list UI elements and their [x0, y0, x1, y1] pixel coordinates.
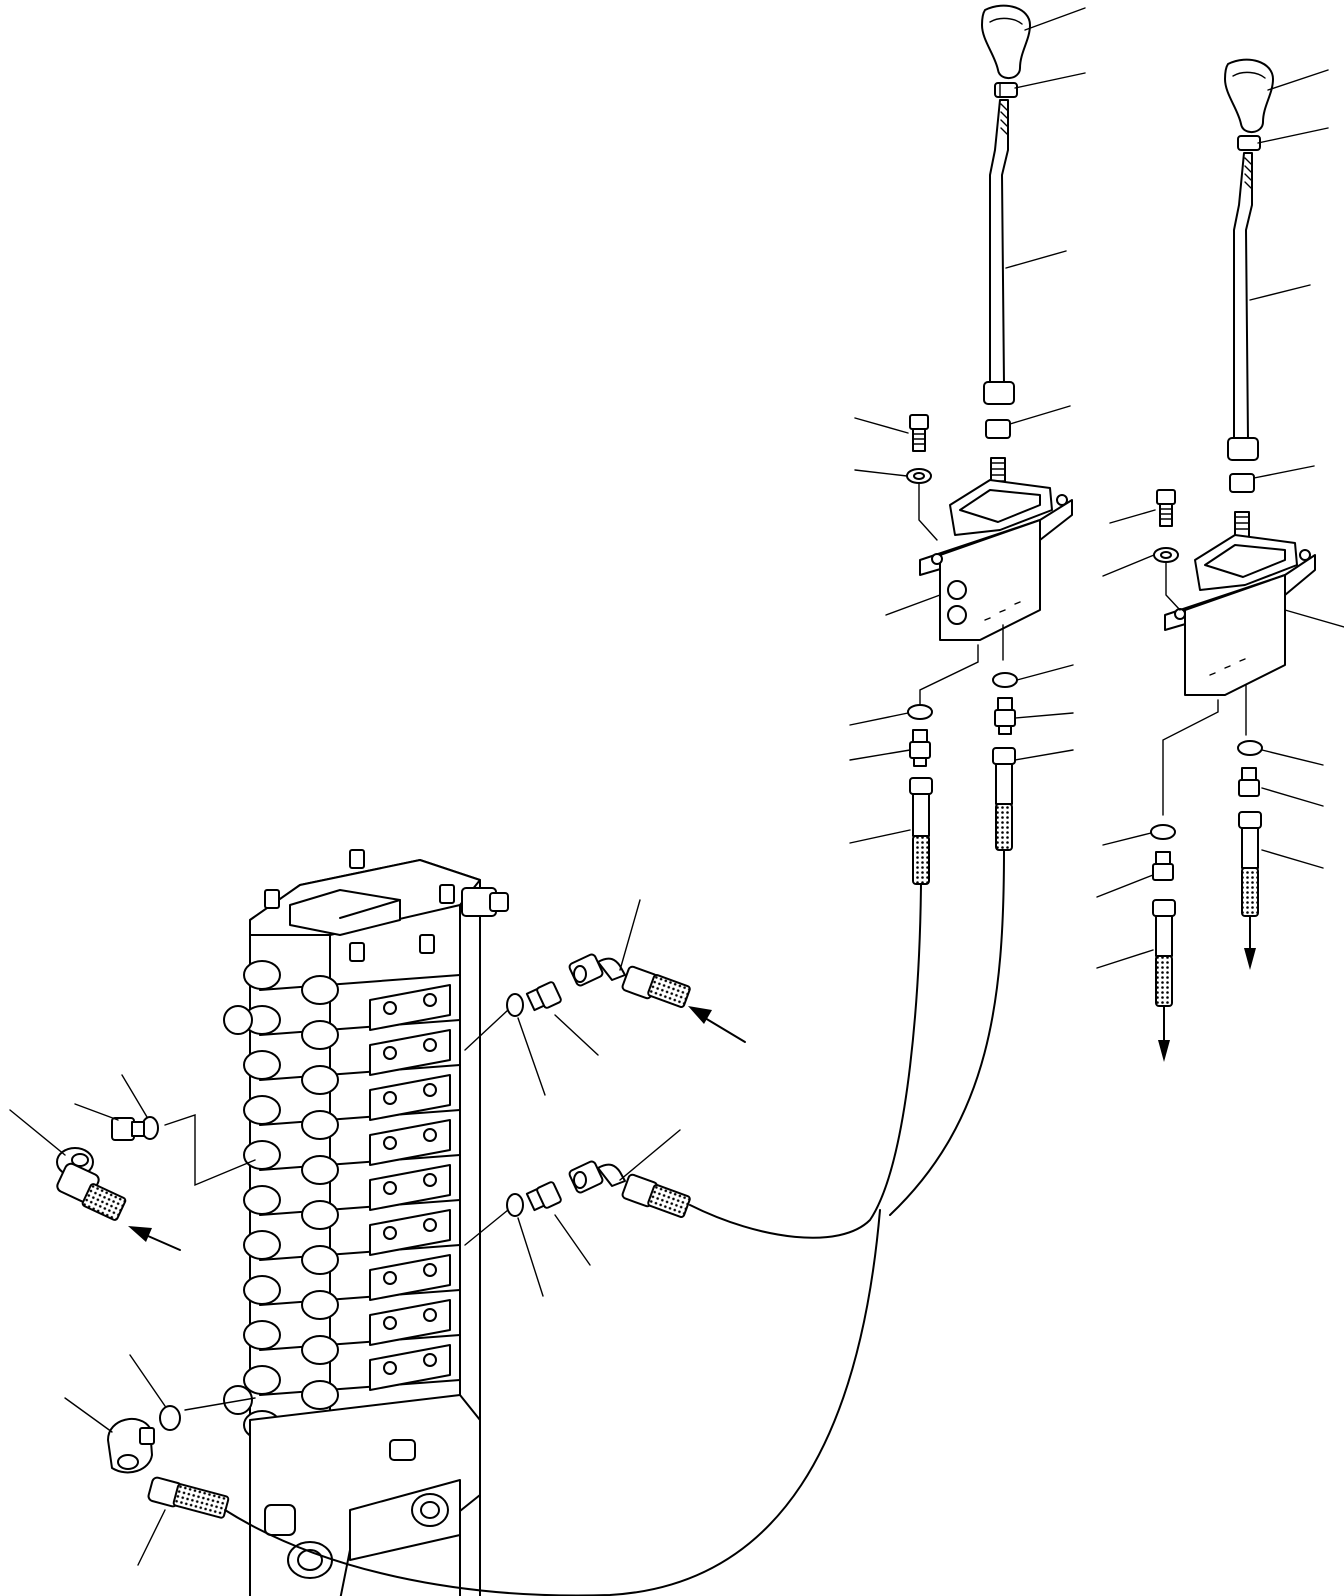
hose-fitting — [1152, 899, 1176, 1007]
elbow-fitting — [568, 1160, 691, 1218]
o-ring — [992, 672, 1018, 688]
spool-sections — [259, 974, 461, 1396]
o-ring — [506, 1193, 524, 1217]
hydraulic-hose — [224, 1209, 881, 1596]
hose-fitting — [147, 1476, 230, 1519]
spool-caps-middle — [301, 975, 339, 1410]
washer — [1153, 547, 1179, 563]
elbow-fitting — [107, 1418, 155, 1474]
o-ring — [907, 704, 933, 720]
o-ring — [159, 1405, 181, 1431]
lock-nut — [985, 419, 1011, 439]
lever-assembly-left — [906, 4, 1073, 885]
lock-nut — [1237, 135, 1261, 151]
adapter-fitting — [525, 1181, 562, 1212]
valve-cap-screws — [264, 849, 455, 962]
hose-fitting — [992, 747, 1016, 851]
ppc-valve-right — [1164, 534, 1316, 696]
flow-arrow — [1244, 915, 1256, 970]
adapter-fitting — [111, 1117, 145, 1141]
adapter-fitting — [994, 697, 1016, 735]
port-fittings-lower — [464, 1160, 691, 1246]
control-valve-block — [223, 849, 509, 1596]
hydraulic-hoses — [224, 849, 1005, 1596]
adapter-fitting — [1152, 851, 1174, 881]
lever-boot — [1227, 437, 1259, 461]
ppc-valve-left — [919, 479, 1073, 641]
mounting-bolt — [1156, 489, 1176, 527]
section-plates — [369, 984, 451, 1425]
washer — [906, 468, 932, 484]
o-ring — [506, 993, 524, 1017]
o-ring — [1237, 740, 1263, 756]
port-fittings-left-upper — [56, 1114, 256, 1251]
hydraulic-hose — [889, 849, 1005, 1216]
port-fittings-upper — [464, 953, 746, 1051]
o-ring — [1150, 824, 1176, 840]
lever-knob-left — [981, 4, 1031, 79]
hydraulic-hose — [689, 883, 922, 1239]
flow-arrow — [688, 1006, 746, 1043]
adapter-fitting — [1238, 767, 1260, 797]
elbow-fitting — [568, 953, 691, 1008]
adapter-fitting — [909, 729, 931, 767]
leader-lines — [9, 7, 1344, 1566]
mounting-bolt — [909, 414, 929, 452]
lever-knob-right — [1224, 58, 1274, 133]
adapter-fitting — [525, 981, 562, 1012]
control-lever — [1233, 152, 1253, 441]
lock-nut — [1229, 473, 1255, 493]
lever-boot — [983, 381, 1015, 405]
control-lever — [989, 99, 1009, 386]
hose-fitting — [1238, 811, 1262, 917]
elbow-fitting — [56, 1147, 127, 1221]
valve-base — [249, 1394, 481, 1596]
hose-fitting — [909, 777, 933, 885]
side-port-fitting — [461, 887, 509, 917]
port-fittings-left-lower — [107, 1397, 256, 1519]
flow-arrow — [1158, 1005, 1170, 1062]
lock-nut — [994, 82, 1018, 98]
spool-caps-left — [223, 960, 281, 1440]
flow-arrow — [128, 1226, 181, 1251]
lever-assembly-right — [1150, 58, 1316, 1062]
